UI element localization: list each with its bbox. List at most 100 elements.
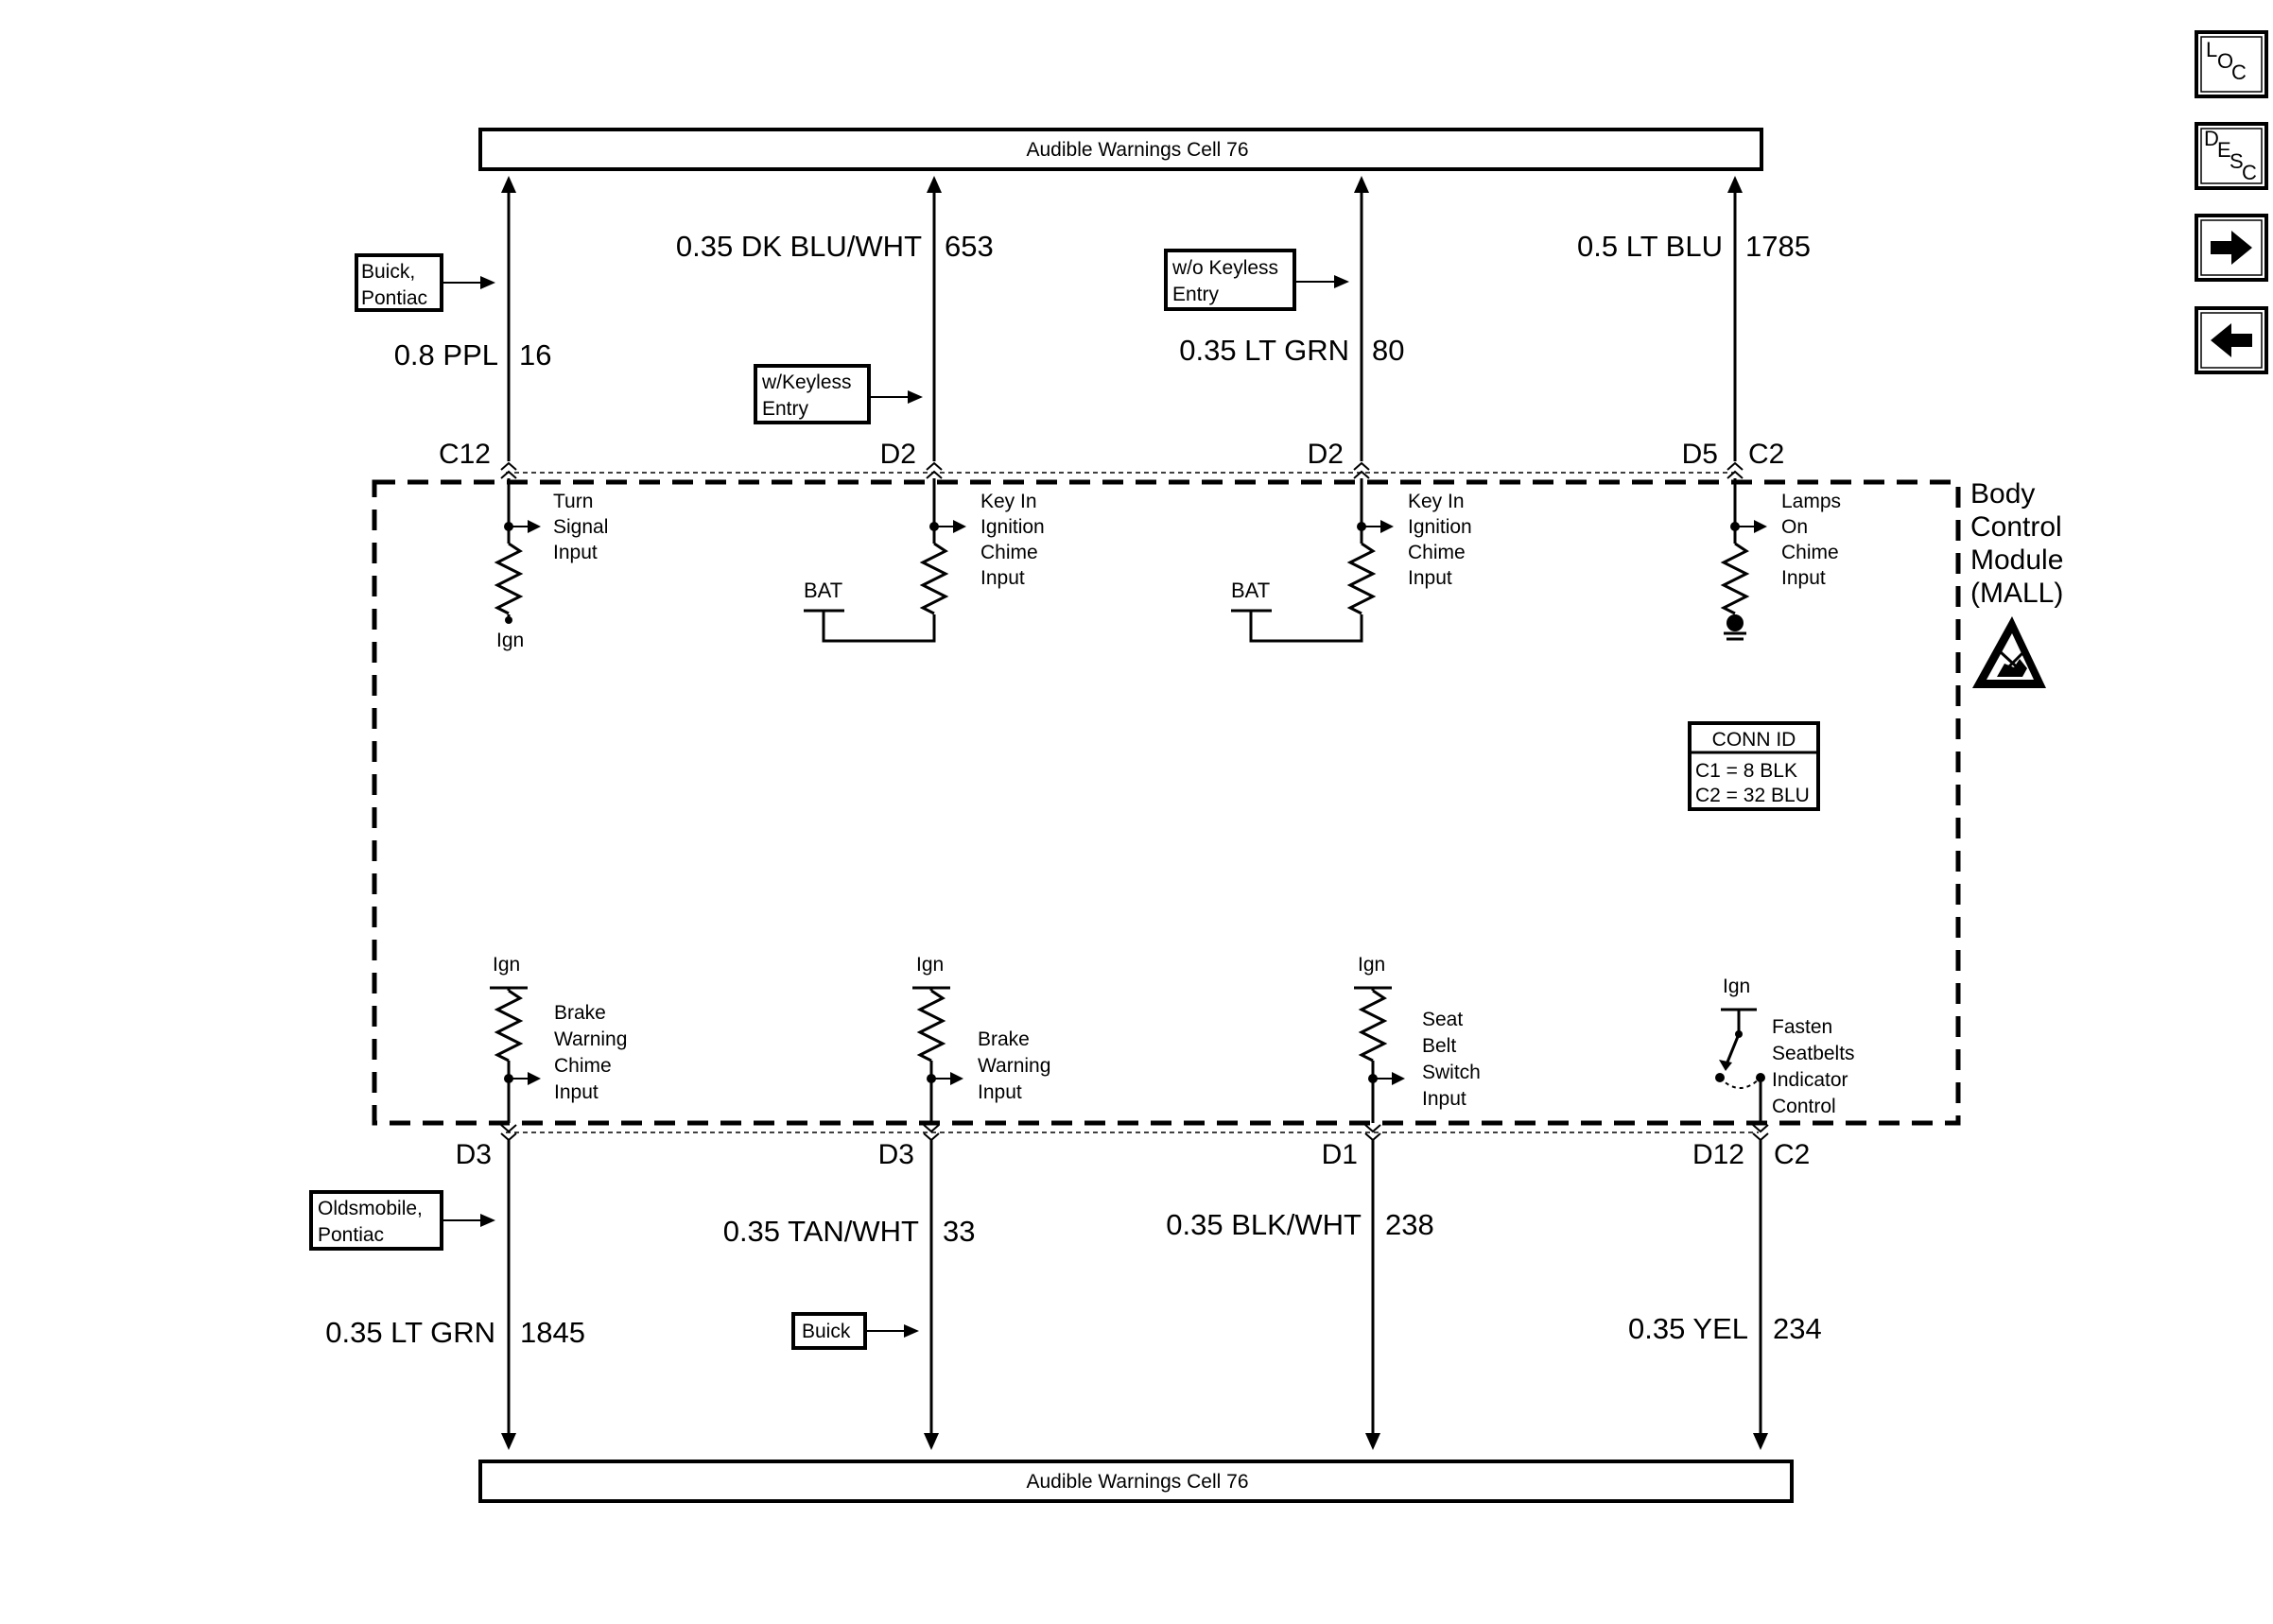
supply-label: Ign (496, 630, 524, 651)
circuit-80[interactable]: 0.35 LT GRN 80 D2 BAT Key In Ignition Ch… (1179, 176, 1472, 643)
wire-color: 0.35 YEL (1628, 1312, 1748, 1345)
svg-text:Buick: Buick (802, 1321, 851, 1342)
svg-text:Ignition: Ignition (1408, 516, 1472, 538)
svg-text:Warning: Warning (554, 1028, 627, 1050)
svg-text:Brake: Brake (554, 1002, 606, 1024)
wire-color: 0.35 BLK/WHT (1166, 1208, 1362, 1241)
svg-text:Belt: Belt (1422, 1035, 1456, 1057)
option-oldsmobile-pontiac: Oldsmobile, Pontiac (309, 1190, 495, 1251)
svg-text:Control: Control (1772, 1096, 1836, 1117)
svg-text:Pontiac: Pontiac (318, 1224, 384, 1246)
svg-text:Ignition: Ignition (980, 516, 1045, 538)
svg-text:Chime: Chime (554, 1055, 612, 1077)
svg-text:Turn: Turn (553, 491, 593, 512)
svg-text:Body: Body (1970, 478, 2035, 510)
svg-text:S: S (2230, 149, 2244, 173)
wire-color: 0.35 LT GRN (325, 1316, 495, 1349)
svg-text:C: C (2242, 161, 2257, 184)
pin-label: C12 (439, 439, 491, 470)
pin-label: D3 (878, 1139, 914, 1170)
svg-text:Pontiac: Pontiac (361, 287, 427, 309)
top-bar-label: Audible Warnings Cell 76 (1026, 139, 1248, 161)
desc-button[interactable]: D E S C (2195, 122, 2268, 190)
svg-text:Fasten: Fasten (1772, 1016, 1832, 1038)
wire-color: 0.35 LT GRN (1179, 334, 1349, 367)
svg-text:(MALL): (MALL) (1970, 578, 2063, 609)
svg-text:Signal: Signal (553, 516, 608, 538)
conn-id-title: CONN ID (1712, 729, 1796, 751)
wire-color: 0.35 TAN/WHT (723, 1215, 919, 1248)
svg-text:Brake: Brake (978, 1028, 1030, 1050)
circuit-653[interactable]: 0.35 DK BLU/WHT 653 D2 BAT Key In Igniti… (676, 176, 1045, 643)
supply-label: Ign (1723, 976, 1750, 997)
option-w-keyless-entry: w/Keyless Entry (754, 364, 923, 424)
svg-text:Module: Module (1970, 544, 2063, 576)
circuit-33[interactable]: Ign Brake Warning Input D3 0.35 TAN/WHT … (723, 954, 1051, 1450)
prev-button[interactable] (2195, 306, 2268, 374)
svg-text:Buick,: Buick, (361, 261, 415, 283)
svg-text:Chime: Chime (1408, 542, 1466, 563)
circuit-number: 234 (1773, 1312, 1822, 1345)
arrow-left-icon (2211, 323, 2252, 357)
circuit-1785[interactable]: 0.5 LT BLU 1785 D5 C2 Lamps On Chime Inp… (1577, 176, 1841, 641)
pin-label: D5 (1682, 439, 1718, 470)
conn-id-box: CONN ID C1 = 8 BLK C2 = 32 BLU (1688, 721, 1820, 811)
circuit-number: 1785 (1745, 230, 1811, 263)
svg-text:Switch: Switch (1422, 1062, 1481, 1083)
module-name: Body Control Module (MALL) (1970, 478, 2063, 609)
loc-icon: L O C (2206, 38, 2247, 84)
ground-icon (1724, 614, 1746, 641)
svg-text:Entry: Entry (762, 398, 809, 420)
connector-label: C2 (1748, 439, 1784, 470)
svg-text:O: O (2217, 49, 2233, 73)
svg-text:w/o Keyless: w/o Keyless (1171, 257, 1278, 279)
supply-label: Ign (493, 954, 520, 976)
option-buick: Buick (791, 1312, 919, 1350)
svg-text:Input: Input (978, 1081, 1022, 1103)
svg-text:Input: Input (980, 567, 1025, 589)
svg-text:Seat: Seat (1422, 1009, 1463, 1030)
next-button[interactable] (2195, 214, 2268, 282)
svg-text:C: C (2231, 60, 2247, 84)
desc-icon: D E S C (2204, 127, 2257, 184)
svg-text:Input: Input (1781, 567, 1826, 589)
circuit-16[interactable]: 0.8 PPL 16 C12 Ign Turn Signal Input (394, 176, 609, 651)
circuit-number: 1845 (520, 1316, 585, 1349)
svg-text:On: On (1781, 516, 1808, 538)
svg-text:E: E (2217, 138, 2231, 162)
svg-text:D: D (2204, 127, 2219, 150)
svg-text:Entry: Entry (1172, 284, 1220, 305)
connector-label: C2 (1774, 1139, 1810, 1170)
circuit-1845[interactable]: Ign Brake Warning Chime Input D3 0.35 LT… (325, 954, 627, 1450)
svg-text:Key In: Key In (1408, 491, 1465, 512)
circuit-number: 16 (519, 338, 551, 371)
top-audible-warnings-bar[interactable]: Audible Warnings Cell 76 (478, 128, 1763, 171)
circuit-number: 653 (945, 230, 994, 263)
pin-label: D2 (1308, 439, 1344, 470)
svg-text:Oldsmobile,: Oldsmobile, (318, 1198, 423, 1219)
esd-warning-icon (1972, 616, 2046, 688)
bottom-audible-warnings-bar[interactable]: Audible Warnings Cell 76 (478, 1460, 1794, 1503)
loc-button[interactable]: L O C (2195, 30, 2268, 98)
pin-label: D2 (880, 439, 916, 470)
conn-id-line1: C1 = 8 BLK (1695, 760, 1797, 782)
svg-text:Warning: Warning (978, 1055, 1050, 1077)
supply-label: BAT (804, 579, 842, 602)
arrow-right-icon (2211, 231, 2252, 265)
module-boundary (372, 479, 1961, 1126)
bottom-bar-label: Audible Warnings Cell 76 (1026, 1471, 1248, 1493)
svg-text:w/Keyless: w/Keyless (761, 371, 852, 393)
supply-label: Ign (1358, 954, 1385, 976)
circuit-238[interactable]: Ign Seat Belt Switch Input D1 0.35 BLK/W… (1166, 954, 1481, 1450)
svg-text:Lamps: Lamps (1781, 491, 1841, 512)
wire-color: 0.35 DK BLU/WHT (676, 230, 922, 263)
svg-text:Chime: Chime (1781, 542, 1839, 563)
wire-color: 0.5 LT BLU (1577, 230, 1723, 263)
svg-text:Key In: Key In (980, 491, 1037, 512)
svg-text:Chime: Chime (980, 542, 1038, 563)
svg-text:Input: Input (1422, 1088, 1466, 1110)
pin-label: D1 (1322, 1139, 1358, 1170)
svg-text:Control: Control (1970, 511, 2062, 543)
circuit-234[interactable]: Ign Fasten Seatbelts Indicator Control D… (1628, 976, 1855, 1450)
